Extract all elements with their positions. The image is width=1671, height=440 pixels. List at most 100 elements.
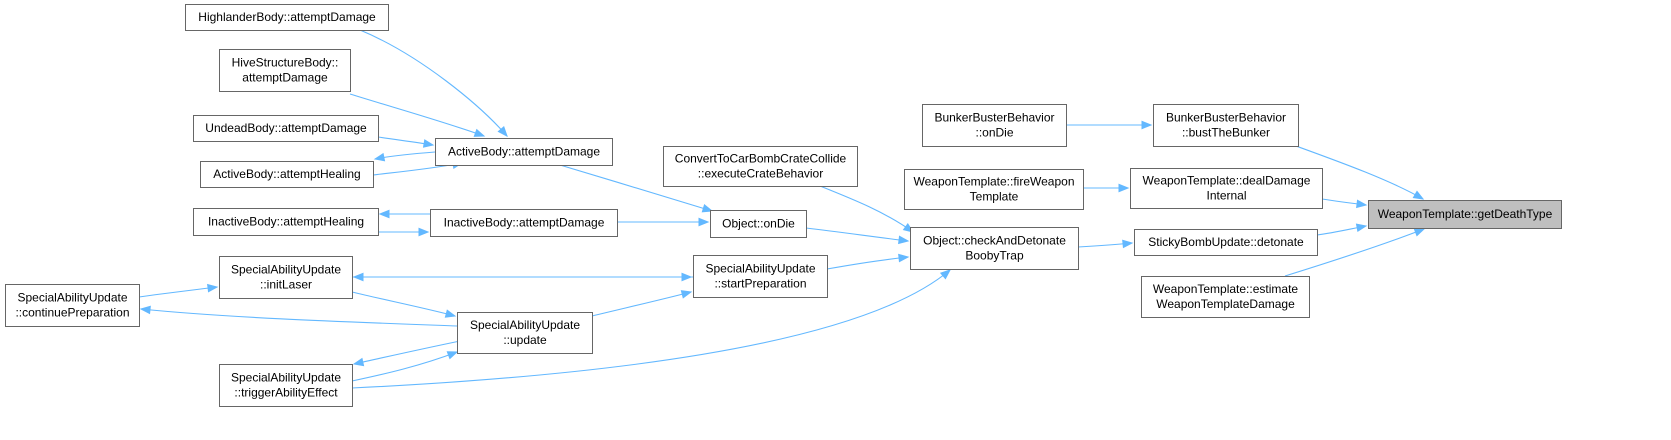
edge-triggerAbility-to-saUpdate	[351, 351, 459, 382]
node-box	[904, 169, 1084, 210]
node-label: BoobyTrap	[965, 249, 1024, 263]
edge-highlander-to-activeAttemptDamage	[359, 29, 508, 138]
node-saUpdate[interactable]: SpecialAbilityUpdate::update	[457, 312, 593, 354]
node-label: ActiveBody::attemptDamage	[448, 145, 600, 159]
node-box	[1134, 229, 1318, 256]
edge-objectOnDie-to-checkAndDetonate	[805, 227, 910, 245]
node-label: SpecialAbilityUpdate	[705, 262, 815, 276]
node-box	[193, 208, 379, 236]
node-label: HighlanderBody::attemptDamage	[198, 10, 376, 24]
node-highlander[interactable]: HighlanderBody::attemptDamage	[185, 4, 389, 31]
edge-activeAttemptDamage-to-objectOnDie	[559, 164, 714, 213]
node-box	[185, 4, 389, 31]
node-box	[710, 210, 807, 238]
node-label: ::initLaser	[260, 278, 312, 292]
node-label: WeaponTemplate::estimate	[1153, 282, 1299, 296]
node-box	[435, 138, 613, 166]
node-label: attemptDamage	[242, 71, 328, 85]
edge-dealDamageInternal-to-root	[1321, 198, 1368, 209]
node-label: InactiveBody::attemptDamage	[444, 216, 605, 230]
edge-executeCrate-to-checkAndDetonate	[819, 185, 915, 233]
node-label: ::startPreparation	[714, 277, 806, 291]
edge-startPreparation-to-checkAndDetonate	[826, 253, 910, 270]
node-label: ::triggerAbilityEffect	[234, 386, 338, 400]
node-box	[200, 161, 374, 188]
node-stickyDetonate[interactable]: StickyBombUpdate::detonate	[1134, 229, 1318, 256]
node-inactiveAttemptDamage[interactable]: InactiveBody::attemptDamage	[430, 209, 618, 237]
node-label: Object::onDie	[722, 217, 795, 231]
node-label: StickyBombUpdate::detonate	[1148, 235, 1304, 249]
node-label: ::update	[503, 333, 547, 347]
node-label: SpecialAbilityUpdate	[231, 371, 341, 385]
node-label: BunkerBusterBehavior	[934, 111, 1054, 125]
node-triggerAbility[interactable]: SpecialAbilityUpdate::triggerAbilityEffe…	[219, 364, 353, 407]
node-box	[219, 49, 351, 92]
node-label: ::onDie	[975, 126, 1013, 140]
node-box	[922, 104, 1067, 147]
node-label: ::executeCrateBehavior	[698, 167, 823, 181]
edge-triggerAbility-to-checkAndDetonate	[351, 269, 952, 389]
node-label: HiveStructureBody::	[232, 56, 339, 70]
node-label: Object::checkAndDetonate	[923, 234, 1066, 248]
node-executeCrate[interactable]: ConvertToCarBombCrateCollide::executeCra…	[663, 146, 858, 187]
node-label: WeaponTemplate::fireWeapon	[914, 175, 1075, 189]
node-box	[219, 364, 353, 407]
edge-saUpdate-to-continuePrep	[139, 305, 458, 327]
node-hiveStructure[interactable]: HiveStructureBody::attemptDamage	[219, 49, 351, 92]
node-root[interactable]: WeaponTemplate::getDeathType	[1368, 200, 1562, 229]
node-undead[interactable]: UndeadBody::attemptDamage	[193, 115, 379, 142]
node-label: SpecialAbilityUpdate	[470, 318, 580, 332]
node-box	[457, 312, 593, 354]
node-label: UndeadBody::attemptDamage	[205, 121, 367, 135]
nodes-layer: WeaponTemplate::getDeathType BunkerBuster…	[5, 4, 1562, 407]
node-activeHealing[interactable]: ActiveBody::attemptHealing	[200, 161, 374, 188]
node-label: SpecialAbilityUpdate	[17, 291, 127, 305]
node-box	[1130, 168, 1323, 209]
node-continuePrep[interactable]: SpecialAbilityUpdate::continuePreparatio…	[5, 284, 140, 327]
edge-activeAttemptDamage-to-activeHealing	[373, 151, 436, 162]
node-label: ::continuePreparation	[15, 306, 129, 320]
edge-fireWeaponTemplate-to-dealDamageInternal	[1083, 183, 1130, 193]
node-label: BunkerBusterBehavior	[1166, 111, 1286, 125]
node-initLaser[interactable]: SpecialAbilityUpdate::initLaser	[219, 256, 353, 299]
node-label: InactiveBody::attemptHealing	[208, 215, 364, 229]
node-objectOnDie[interactable]: Object::onDie	[710, 210, 807, 238]
node-label: WeaponTemplateDamage	[1156, 297, 1295, 311]
node-box	[910, 227, 1079, 270]
node-bustTheBunker[interactable]: BunkerBusterBehavior::bustTheBunker	[1153, 104, 1299, 147]
node-box	[1141, 276, 1310, 318]
edge-checkAndDetonate-to-stickyDetonate	[1077, 239, 1134, 249]
edge-bustTheBunker-to-root	[1295, 145, 1425, 200]
node-label: ::bustTheBunker	[1182, 126, 1270, 140]
node-box	[430, 209, 618, 237]
node-box	[193, 115, 379, 142]
node-bunkerOnDie[interactable]: BunkerBusterBehavior::onDie	[922, 104, 1067, 147]
node-box	[219, 256, 353, 299]
node-box	[1153, 104, 1299, 147]
node-label: ConvertToCarBombCrateCollide	[675, 152, 847, 166]
edge-initLaser-to-saUpdate	[351, 291, 457, 318]
node-box	[5, 284, 140, 327]
node-box	[1368, 200, 1562, 229]
edge-inactiveAttemptDamage-to-objectOnDie	[617, 217, 710, 227]
node-label: Template	[970, 190, 1019, 204]
edge-startPreparation-to-initLaser	[352, 272, 693, 282]
edge-undead-to-activeAttemptDamage	[377, 136, 435, 148]
node-activeAttemptDamage[interactable]: ActiveBody::attemptDamage	[435, 138, 613, 166]
edge-bunkerOnDie-to-bustTheBunker	[1066, 120, 1153, 130]
node-box	[663, 146, 858, 187]
node-estimateDamage[interactable]: WeaponTemplate::estimateWeaponTemplateDa…	[1141, 276, 1310, 318]
node-label: SpecialAbilityUpdate	[231, 263, 341, 277]
node-label: ActiveBody::attemptHealing	[213, 167, 360, 181]
node-box	[693, 255, 828, 298]
node-startPreparation[interactable]: SpecialAbilityUpdate::startPreparation	[693, 255, 828, 298]
edge-stickyDetonate-to-root	[1316, 223, 1368, 236]
edge-hiveStructure-to-activeAttemptDamage	[349, 93, 486, 137]
node-label: WeaponTemplate::dealDamage	[1143, 174, 1311, 188]
node-inactiveHealing[interactable]: InactiveBody::attemptHealing	[193, 208, 379, 236]
edge-continuePrep-to-initLaser	[138, 283, 219, 298]
